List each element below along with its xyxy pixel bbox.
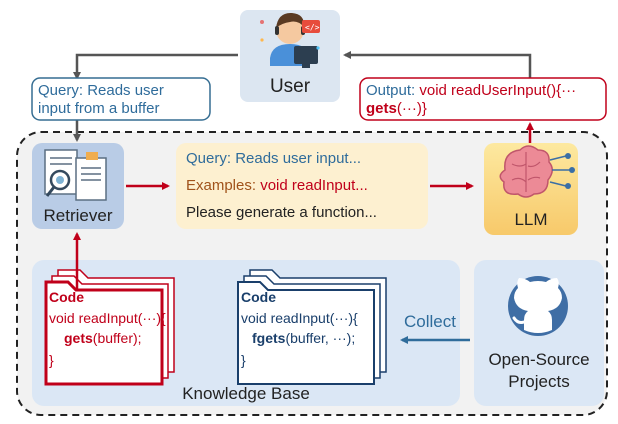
query-prefix: Query: bbox=[38, 82, 84, 99]
query-line-2: input from a buffer bbox=[38, 100, 160, 117]
output-line-1: Output: void readUserInput(){··· bbox=[366, 82, 576, 99]
safe-card-line1: void readInput(···){ bbox=[241, 310, 358, 326]
prompt-query-line: Query: Reads user input... bbox=[186, 150, 361, 167]
safe-card-line2: fgets(buffer, ···); bbox=[252, 330, 355, 346]
safe-card-close: } bbox=[241, 352, 246, 368]
prompt-instruction-line: Please generate a function... bbox=[186, 204, 377, 221]
open-source-label-1: Open-Source bbox=[488, 350, 590, 369]
output-prefix: Output: bbox=[366, 82, 416, 99]
retriever-label: Retriever bbox=[43, 206, 113, 225]
github-icon bbox=[508, 276, 568, 336]
safe-code-card-stack bbox=[237, 269, 387, 385]
llm-label: LLM bbox=[514, 210, 548, 229]
svg-text:</>: </> bbox=[305, 23, 320, 32]
prompt-query-prefix: Query: bbox=[186, 150, 232, 167]
vuln-card-args: (buffer); bbox=[92, 330, 142, 346]
query-line-1: Query: Reads user bbox=[38, 82, 164, 99]
prompt-examples-text: void readInput... bbox=[260, 177, 368, 194]
query-box bbox=[31, 77, 211, 121]
vuln-card-title: Code bbox=[49, 289, 84, 305]
vuln-card-line2: gets(buffer); bbox=[64, 330, 142, 346]
output-line-2: gets(···)} bbox=[366, 100, 427, 117]
collect-label: Collect bbox=[404, 312, 456, 331]
output-code-line2: (···)} bbox=[396, 100, 427, 117]
vuln-card-gets: gets bbox=[64, 330, 93, 346]
retriever-document-search-icon bbox=[44, 149, 107, 201]
prompt-query-text: Reads user input... bbox=[235, 150, 362, 167]
query-line1-text: Reads user bbox=[87, 82, 164, 99]
output-box bbox=[359, 77, 607, 121]
open-source-label-2: Projects bbox=[508, 372, 570, 391]
vuln-card-line1: void readInput(···){ bbox=[49, 310, 166, 326]
safe-card-args: (buffer, ···); bbox=[285, 330, 356, 346]
vulnerable-code-card-stack bbox=[44, 269, 175, 386]
prompt-box bbox=[176, 143, 428, 229]
user-to-query-arrow bbox=[73, 53, 238, 80]
safe-card-title: Code bbox=[241, 289, 276, 305]
safe-card-fgets: fgets bbox=[252, 330, 286, 346]
llm-brain-icon bbox=[499, 145, 575, 198]
user-developer-icon: </> bbox=[260, 12, 320, 68]
output-code-line1: void readUserInput(){··· bbox=[419, 82, 577, 99]
prompt-examples-line: Examples: void readInput... bbox=[186, 177, 368, 194]
user-label: User bbox=[269, 76, 311, 97]
output-gets-call: gets bbox=[366, 100, 397, 117]
knowledge-base-label: Knowledge Base bbox=[182, 384, 310, 403]
vuln-card-close: } bbox=[49, 352, 54, 368]
output-to-user-arrow bbox=[343, 51, 532, 78]
prompt-examples-prefix: Examples: bbox=[186, 177, 257, 194]
